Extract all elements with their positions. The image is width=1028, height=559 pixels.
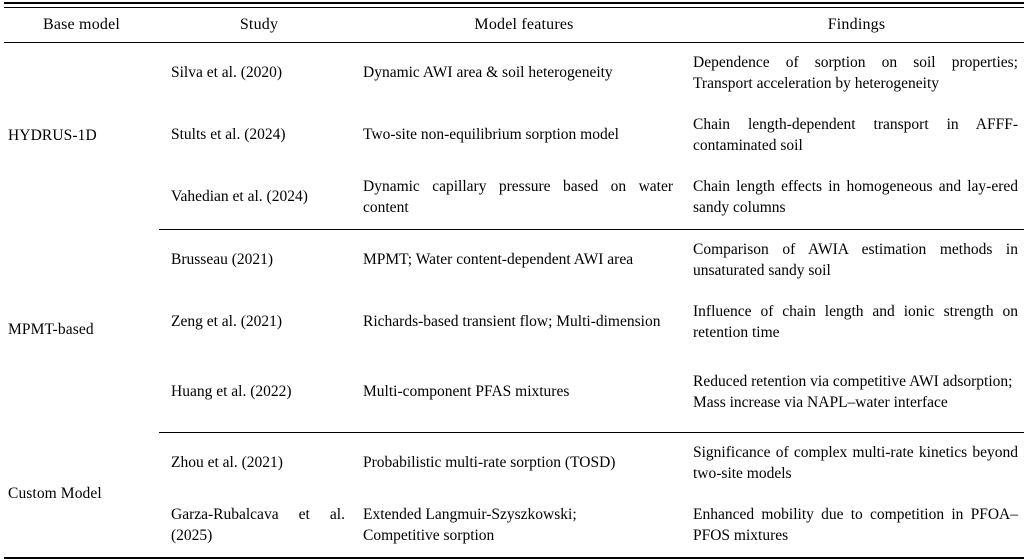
findings-line-1: Reduced retention via competitive AWI ad… (693, 373, 1013, 391)
study-cell: Brusseau (2021) (171, 251, 274, 269)
features-cell: Extended Langmuir-Szyszkowski; Competiti… (359, 495, 689, 557)
table-top-rule-thick (4, 2, 1024, 4)
section-label-hydrus-1d: HYDRUS-1D (4, 42, 159, 229)
features-cell: MPMT; Water content-dependent AWI area (363, 251, 634, 269)
study-cell: Huang et al. (2022) (159, 353, 359, 433)
header-row: Base model Study Model features Findings (4, 7, 1024, 43)
column-header-model-features: Model features (359, 7, 689, 43)
table-header: Base model Study Model features Findings (4, 7, 1024, 43)
table-row: Vahedian et al. (2024) Dynamic capillary… (4, 166, 1024, 230)
findings-cell: Dependence of sorption on soil propertie… (693, 54, 1018, 92)
base-model-label: HYDRUS-1D (8, 126, 97, 144)
findings-cell: Chain length effects in homogeneous and … (689, 166, 1024, 230)
base-model-label: Custom Model (8, 485, 102, 503)
study-cell: Silva et al. (2020) (171, 64, 283, 82)
features-cell: Probabilistic multi-rate sorption (TOSD) (363, 454, 616, 472)
section-label-custom-model: Custom Model (4, 432, 159, 557)
features-cell: Dynamic capillary pressure based on wate… (359, 166, 689, 230)
study-cell: Zhou et al. (2021) (171, 454, 283, 472)
table-bottom-rule (4, 556, 1024, 559)
table-top-rule-thin (4, 6, 1024, 8)
table-row: HYDRUS-1D Silva et al. (2020) Dynamic AW… (4, 42, 1024, 143)
literature-summary-table: Base model Study Model features Findings… (4, 7, 1024, 557)
findings-line-2: Mass increase via NAPL–water interface (693, 393, 948, 411)
base-model-label: MPMT-based (8, 321, 94, 339)
findings-cell: Enhanced mobility due to competition in … (693, 506, 1018, 544)
features-cell: Multi-component PFAS mixtures (359, 353, 689, 433)
findings-cell: Chain length-dependent transport in AFFF… (693, 116, 1018, 154)
column-header-study: Study (159, 7, 359, 43)
study-cell: Garza-Rubalcava et al. (2025) (171, 506, 345, 544)
table-row: Zeng et al. (2021) Richards-based transi… (4, 292, 1024, 354)
features-cell: Richards-based transient flow; Multi-dim… (363, 313, 661, 331)
table-row: Stults et al. (2024) Two-site non-equili… (4, 105, 1024, 167)
findings-cell: Significance of complex multi-rate kinet… (693, 444, 1018, 482)
features-line-1: Extended Langmuir-Szyszkowski; (363, 506, 577, 524)
column-header-findings: Findings (689, 7, 1024, 43)
features-cell: Dynamic AWI area & soil heterogeneity (363, 64, 613, 82)
table-body: HYDRUS-1D Silva et al. (2020) Dynamic AW… (4, 42, 1024, 557)
findings-cell: Comparison of AWIA estimation methods in… (693, 241, 1018, 279)
features-line-2: Competitive sorption (363, 526, 495, 544)
findings-cell: Influence of chain length and ionic stre… (693, 303, 1018, 341)
findings-cell: Reduced retention via competitive AWI ad… (689, 353, 1024, 433)
study-cell: Vahedian et al. (2024) (159, 166, 359, 230)
study-cell: Zeng et al. (2021) (171, 313, 283, 331)
table-row: MPMT-based Brusseau (2021) MPMT; Water c… (4, 229, 1024, 338)
section-label-mpmt-based: MPMT-based (4, 229, 159, 432)
features-cell: Two-site non-equilibrium sorption model (363, 126, 619, 144)
table-row: Huang et al. (2022) Multi-component PFAS… (4, 353, 1024, 433)
table-row: Custom Model Zhou et al. (2021) Probabil… (4, 432, 1024, 502)
column-header-base-model: Base model (4, 7, 159, 43)
study-cell: Stults et al. (2024) (171, 126, 286, 144)
